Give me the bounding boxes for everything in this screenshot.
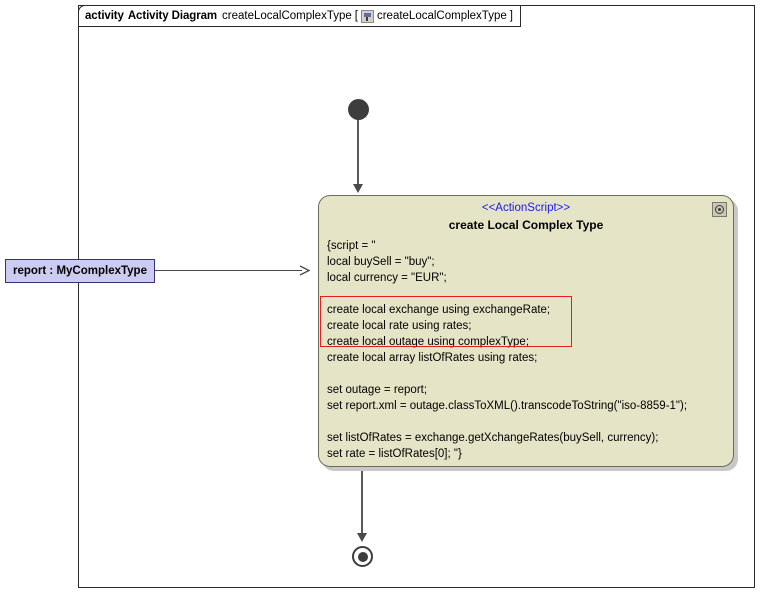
- frame-diagram-name: createLocalComplexType: [222, 10, 352, 22]
- frame-header-tab[interactable]: activity Activity Diagram createLocalCom…: [78, 5, 521, 27]
- script-line: {script = ": [327, 240, 376, 252]
- action-node-create-local-complex-type[interactable]: <<ActionScript>> create Local Complex Ty…: [318, 195, 734, 467]
- script-line: set rate = listOfRates[0]; "}: [327, 448, 462, 460]
- action-title: create Local Complex Type: [448, 218, 604, 232]
- activity-final-node[interactable]: [352, 546, 373, 567]
- script-line-blank: [325, 286, 727, 302]
- script-line: create local exchange using exchangeRate…: [327, 304, 551, 316]
- frame-bracket-open: [: [354, 10, 358, 22]
- script-line: create local rate using rates;: [327, 320, 472, 332]
- action-stereotype: <<ActionScript>>: [481, 202, 571, 214]
- edge-initial-to-action-line: [357, 120, 359, 184]
- parameter-node-report[interactable]: report : MyComplexType: [5, 259, 155, 283]
- script-line: set outage = report;: [327, 384, 428, 396]
- activity-final-node-center: [357, 551, 368, 562]
- edge-action-to-final-line: [361, 471, 363, 533]
- edge-initial-to-action-arrow: [353, 184, 363, 193]
- gear-icon[interactable]: [712, 202, 727, 217]
- frame-keyword: activity: [85, 10, 124, 22]
- gear-icon-ring: [715, 205, 724, 214]
- frame-type-label: Activity Diagram: [127, 10, 217, 22]
- script-line-blank: [325, 366, 727, 382]
- script-line: create local array listOfRates using rat…: [327, 352, 538, 364]
- frame-ref-name: createLocalComplexType: [376, 10, 507, 22]
- initial-node[interactable]: [348, 99, 369, 120]
- edge-parameter-to-action-line: [155, 270, 302, 271]
- action-script-body: {script = " local buySell = "buy"; local c…: [325, 238, 727, 462]
- edge-parameter-to-action-arrow: [299, 265, 310, 276]
- script-line-blank: [325, 414, 727, 430]
- script-line: create local outage using complexType;: [327, 336, 530, 348]
- script-line: local buySell = "buy";: [327, 256, 435, 268]
- edge-action-to-final-arrow: [357, 533, 367, 542]
- activity-diagram-icon: [360, 9, 374, 23]
- script-line: set report.xml = outage.classToXML().tra…: [327, 400, 688, 412]
- script-line: local currency = "EUR";: [327, 272, 447, 284]
- gear-icon-center: [718, 208, 721, 211]
- parameter-node-label: report : MyComplexType: [13, 265, 147, 277]
- script-line: set listOfRates = exchange.getXchangeRat…: [327, 432, 659, 444]
- frame-bracket-close: ]: [509, 10, 513, 22]
